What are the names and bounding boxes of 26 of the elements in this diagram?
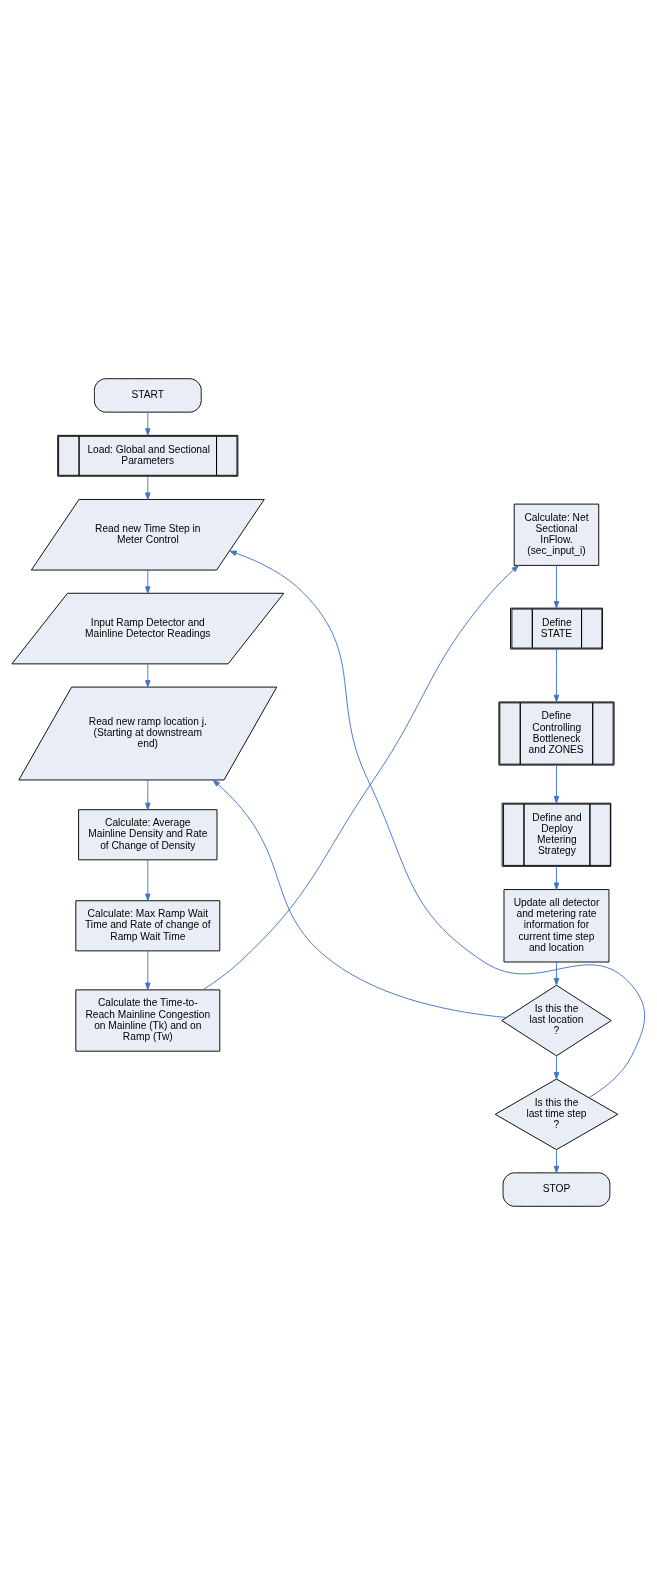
node-box: Calculate: Max Ramp Wait Time and Rate of change of Ramp Wait Time (75, 900, 221, 952)
node-box: START (93, 378, 202, 413)
arrow (553, 764, 560, 804)
arrow (145, 476, 151, 500)
node-box: STOP (502, 1172, 611, 1207)
arrow (553, 865, 560, 890)
arrow (553, 565, 560, 609)
arrow (145, 663, 151, 688)
node-diamond: Is this the last time step ? (494, 1078, 619, 1151)
arrow (202, 565, 519, 991)
arrow (553, 648, 560, 703)
arrow (553, 961, 560, 986)
arrow (145, 411, 151, 436)
arrow (553, 1149, 560, 1174)
node-box: Calculate: Net Sectional InFlow. (sec_input_i) (513, 503, 600, 566)
arrow (553, 1055, 560, 1080)
arrow (212, 779, 507, 1018)
node-diamond: Is this the last location ? (501, 984, 612, 1057)
node-box: Update all detector and metering rate information for current time step and location (503, 889, 610, 963)
arrow (145, 779, 151, 811)
arrow (145, 569, 151, 594)
node-box: Calculate: Average Mainline Density and Rate of Change of Density (78, 809, 218, 861)
arrow (145, 950, 151, 991)
arrow (229, 550, 646, 1099)
node-box: Calculate the Time-to-Reach Mainline Congestion on Mainline (Tk) and on Ramp (Tw) (75, 989, 221, 1052)
arrow (145, 859, 151, 901)
